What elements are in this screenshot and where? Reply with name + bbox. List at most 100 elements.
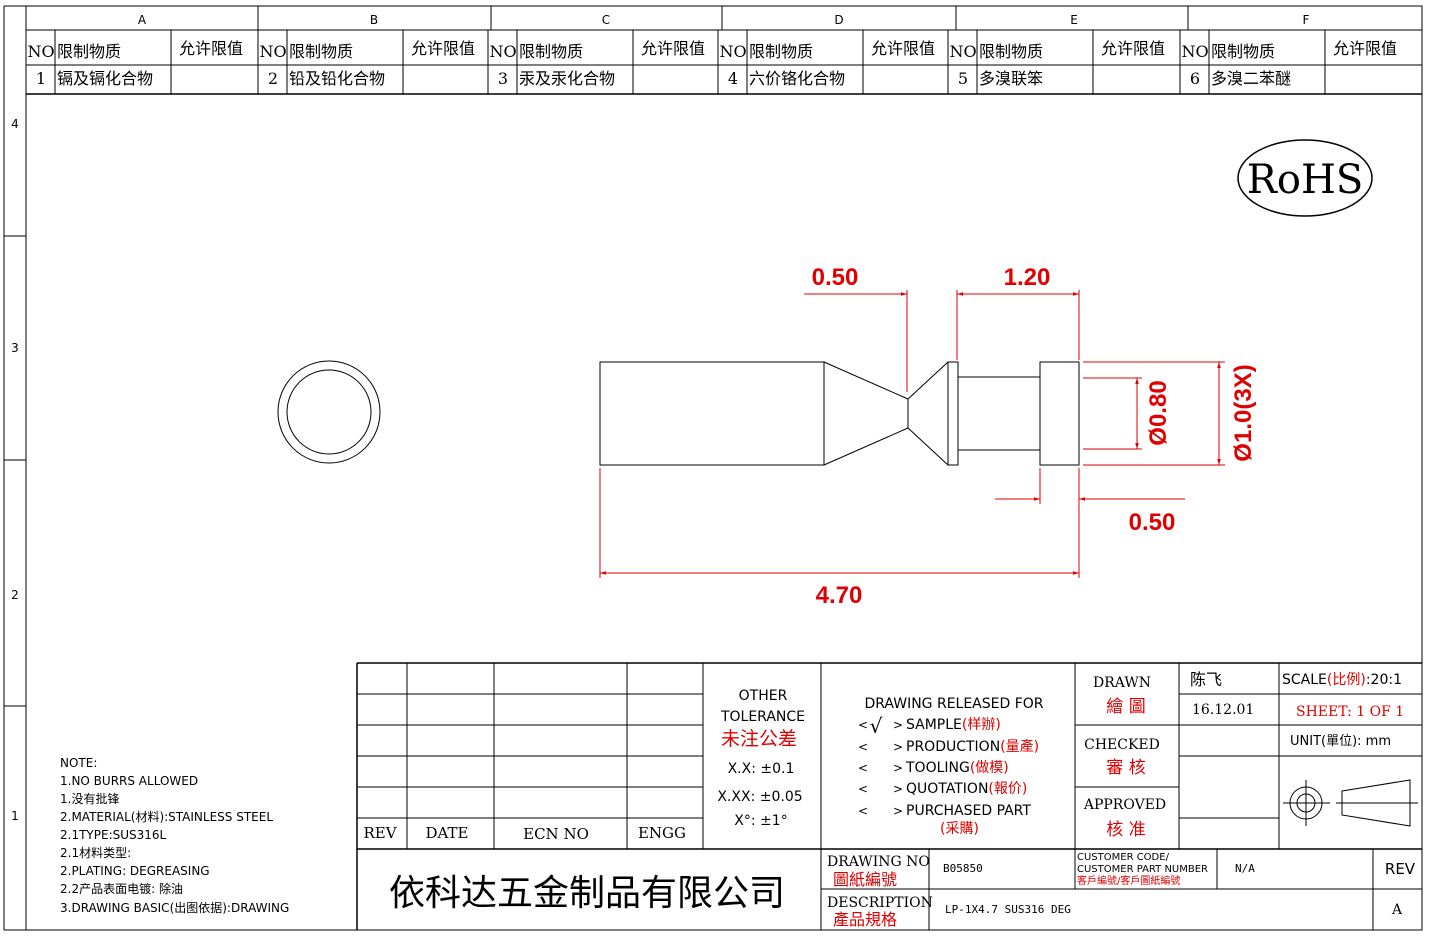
- substance-no: 4: [728, 69, 738, 88]
- svg-text:>: >: [893, 718, 903, 732]
- scale-field: SCALE(比例):20:1: [1282, 672, 1402, 688]
- limit-header: 允许限值: [179, 39, 243, 58]
- release-title: DRAWING RELEASED FOR: [864, 696, 1043, 712]
- notes-block: NOTE: 1.NO BURRS ALLOWED 1.没有批锋 2.MATERI…: [60, 756, 289, 915]
- svg-text:<: <: [858, 718, 868, 732]
- limit-header: 允许限值: [411, 39, 475, 58]
- rev-label: REV: [1385, 860, 1416, 878]
- tolerance-title-1: OTHER: [739, 688, 788, 704]
- drawing-no-label: DRAWING NO: [827, 854, 930, 870]
- dimension-lines: [599, 290, 1225, 578]
- note-line: 3.DRAWING BASIC(出图依据):DRAWING: [60, 900, 289, 915]
- no-header: NO: [949, 42, 976, 61]
- dim-1-20: 1.20: [1004, 264, 1051, 291]
- zone-col-b: B: [370, 13, 378, 27]
- tolerance-title-cn: 未注公差: [721, 728, 797, 750]
- dim-4-70: 4.70: [816, 582, 863, 609]
- rohs-mark: [1237, 139, 1373, 217]
- substance-name: 汞及汞化合物: [519, 69, 615, 88]
- substance-name: 镉及镉化合物: [57, 69, 153, 88]
- release-production: PRODUCTION(量產): [906, 738, 1039, 755]
- customer-code-label: CUSTOMER CODE/: [1077, 852, 1170, 863]
- date-header: DATE: [426, 824, 469, 842]
- rohs-label: RoHS: [1247, 157, 1363, 203]
- description-label: DESCRIPTION: [827, 895, 933, 911]
- drawn-date: 16.12.01: [1192, 702, 1254, 718]
- checked-label-cn: 審 核: [1106, 758, 1145, 778]
- outer-border: [25, 5, 1423, 931]
- substance-no: 2: [268, 69, 278, 88]
- zone-row-4: 4: [11, 117, 19, 131]
- zone-col-d: D: [834, 13, 843, 27]
- drawn-by: 陈飞: [1190, 670, 1222, 689]
- release-purchased: PURCHASED PART: [906, 803, 1031, 819]
- zone-row-2: 2: [11, 588, 19, 602]
- approved-label-cn: 核 准: [1106, 820, 1145, 840]
- no-header: NO: [259, 42, 286, 61]
- zone-col-e: E: [1070, 13, 1078, 27]
- customer-part-label: CUSTOMER PART NUMBER: [1077, 864, 1208, 875]
- drawing-no-label-cn: 圖紙編號: [833, 870, 897, 889]
- description-label-cn: 產品規格: [833, 910, 897, 929]
- note-line: 2.PLATING: DEGREASING: [60, 864, 210, 878]
- substance-header: 限制物质: [289, 42, 353, 61]
- note-line: 1.没有批锋: [60, 791, 119, 806]
- substance-no: 3: [498, 69, 508, 88]
- svg-text:<: <: [858, 761, 868, 775]
- unit-field: UNIT(單位): mm: [1290, 734, 1391, 749]
- dim-0-50-bottom: 0.50: [1129, 509, 1176, 536]
- drawn-label: DRAWN: [1093, 675, 1151, 691]
- no-header: NO: [27, 42, 54, 61]
- customer-value: N/A: [1235, 862, 1255, 875]
- svg-text:<: <: [858, 782, 868, 796]
- sheet-field: SHEET: 1 OF 1: [1296, 704, 1404, 720]
- substance-no: 6: [1190, 69, 1200, 88]
- dim-dia-0-80: Ø0.80: [1145, 380, 1172, 445]
- tolerance-title-2: TOLERANCE: [720, 709, 805, 725]
- drawn-label-cn: 繪 圖: [1106, 697, 1145, 717]
- third-angle-projection-icon: [1283, 779, 1418, 827]
- release-quotation: QUOTATION(報价): [906, 781, 1027, 797]
- end-view: [277, 360, 381, 464]
- substance-header: 限制物质: [979, 42, 1043, 61]
- zone-row-1: 1: [11, 809, 19, 823]
- tolerance-xxx: X.XX: ±0.05: [717, 789, 802, 805]
- limit-header: 允许限值: [1333, 39, 1397, 58]
- checked-label: CHECKED: [1084, 737, 1160, 753]
- company-name: 依科达五金制品有限公司: [389, 873, 785, 914]
- rev-header: REV: [363, 824, 397, 842]
- notes-title: NOTE:: [60, 756, 97, 770]
- title-block: [356, 662, 1422, 930]
- tolerance-angle: X°: ±1°: [734, 813, 787, 829]
- customer-label-cn: 客戶編號/客戶圖紙編號: [1077, 874, 1180, 887]
- svg-text:>: >: [893, 804, 903, 818]
- svg-text:>: >: [893, 761, 903, 775]
- substance-name: 多溴联笨: [979, 69, 1043, 88]
- substance-name: 多溴二苯醚: [1211, 69, 1291, 88]
- substance-header: 限制物质: [749, 42, 813, 61]
- zone-col-c: C: [602, 13, 610, 27]
- ecn-header: ECN NO: [523, 825, 589, 843]
- engg-header: ENGG: [638, 824, 686, 842]
- release-sample: SAMPLE(样辦): [906, 717, 1001, 733]
- note-line: 1.NO BURRS ALLOWED: [60, 774, 198, 788]
- substance-header: 限制物质: [57, 42, 121, 61]
- svg-text:<: <: [858, 740, 868, 754]
- zone-col-f: F: [1303, 13, 1310, 27]
- note-line: 2.2产品表面电镀: 除油: [60, 881, 183, 896]
- substance-no: 5: [958, 69, 968, 88]
- substance-header: 限制物质: [519, 42, 583, 61]
- limit-header: 允许限值: [1101, 39, 1165, 58]
- limit-header: 允许限值: [871, 39, 935, 58]
- no-header: NO: [489, 42, 516, 61]
- release-options: <> <> <> <> <>: [858, 718, 903, 818]
- substance-name: 铅及铅化合物: [289, 69, 385, 88]
- dim-dia-1-0: Ø1.0(3X): [1230, 364, 1257, 461]
- substance-name: 六价铬化合物: [749, 69, 845, 88]
- approved-label: APPROVED: [1083, 797, 1166, 813]
- zone-row-3: 3: [11, 341, 19, 355]
- substance-no: 1: [36, 69, 46, 88]
- note-line: 2.1材料类型:: [60, 846, 131, 860]
- note-line: 2.MATERIAL(材料):STAINLESS STEEL: [60, 810, 273, 824]
